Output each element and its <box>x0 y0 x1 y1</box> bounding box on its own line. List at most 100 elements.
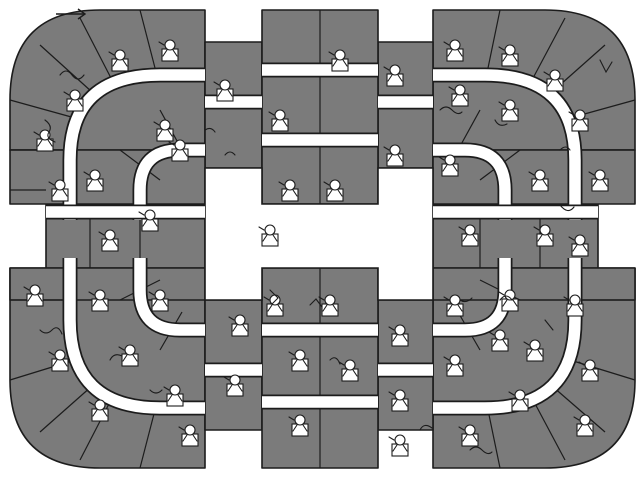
scribble-12 <box>269 289 279 305</box>
figure-head <box>394 324 406 336</box>
figure-8 <box>48 179 69 202</box>
tile-divider-5 <box>139 9 156 69</box>
figure-platform <box>341 368 359 382</box>
figure-limbs <box>223 376 243 392</box>
figure-42 <box>318 294 339 317</box>
figure-17 <box>323 179 344 202</box>
figure-limbs <box>98 231 118 247</box>
figure-platform <box>526 348 544 362</box>
figure-head <box>504 44 516 56</box>
track-1 <box>64 69 205 220</box>
figure-limbs <box>278 181 298 197</box>
figure-16 <box>278 179 299 202</box>
scribble-16 <box>499 295 513 301</box>
figure-limbs <box>63 91 83 107</box>
figure-limbs <box>508 391 528 407</box>
scribble-13 <box>309 298 323 308</box>
figure-head <box>29 284 41 296</box>
figure-head <box>444 154 456 166</box>
scribble-1 <box>59 70 85 80</box>
figure-platform <box>261 233 279 247</box>
scribble-5 <box>439 106 463 115</box>
figure-head <box>464 224 476 236</box>
figure-platform <box>291 358 309 372</box>
figure-platform <box>281 188 299 202</box>
figure-limbs <box>488 331 508 347</box>
figure-platform <box>181 433 199 447</box>
center-hole-outline <box>204 167 434 301</box>
figure-41 <box>263 294 284 317</box>
figure-9 <box>138 209 159 232</box>
figure-head <box>144 209 156 221</box>
figure-platform <box>271 118 289 132</box>
figure-limbs <box>288 416 308 432</box>
figure-head <box>39 129 51 141</box>
figure-45 <box>288 414 309 437</box>
figure-limbs <box>498 291 518 307</box>
figure-platform <box>446 48 464 62</box>
scribble-6 <box>494 119 508 126</box>
figure-43 <box>288 349 309 372</box>
figure-platform <box>331 58 349 72</box>
figure-head <box>89 169 101 181</box>
figure-7 <box>83 169 104 192</box>
figure-38 <box>178 424 199 447</box>
figure-limbs <box>288 351 308 367</box>
figure-limbs <box>268 111 288 127</box>
figure-limbs <box>148 291 168 307</box>
figure-54 <box>523 339 544 362</box>
figure-limbs <box>528 171 548 187</box>
figure-33 <box>148 289 169 312</box>
figure-6 <box>153 119 174 142</box>
figure-head <box>569 294 581 306</box>
figure-50 <box>498 289 519 312</box>
figure-platform <box>231 323 249 337</box>
figure-21 <box>543 69 564 92</box>
figure-27 <box>438 154 459 177</box>
figure-platform <box>321 303 339 317</box>
scribble-10 <box>109 354 123 361</box>
figure-limbs <box>573 416 593 432</box>
figures-layer <box>23 39 613 457</box>
scribble-2 <box>44 119 56 143</box>
figure-head <box>394 434 406 446</box>
tile-16 <box>432 267 636 301</box>
figure-limbs <box>388 391 408 407</box>
figure-limbs <box>543 71 563 87</box>
figure-head <box>529 339 541 351</box>
figure-head <box>514 389 526 401</box>
figure-platform <box>171 148 189 162</box>
start-arrow-icon <box>56 8 87 20</box>
figure-23 <box>498 99 519 122</box>
figure-limbs <box>448 86 468 102</box>
figure-limbs <box>23 286 43 302</box>
figure-22 <box>448 84 469 107</box>
figure-5 <box>168 139 189 162</box>
figure-platform <box>226 383 244 397</box>
figure-limbs <box>588 171 608 187</box>
figure-platform <box>156 128 174 142</box>
figure-head <box>54 179 66 191</box>
figure-head <box>344 359 356 371</box>
figure-limbs <box>458 426 478 442</box>
figure-head <box>229 374 241 386</box>
scribble-9 <box>39 327 63 335</box>
figure-limbs <box>168 141 188 157</box>
figure-limbs <box>318 296 338 312</box>
track-7 <box>134 258 205 336</box>
figure-platform <box>101 238 119 252</box>
figure-12 <box>268 109 289 132</box>
figure-head <box>584 359 596 371</box>
figure-head <box>159 119 171 131</box>
figure-platform <box>386 153 404 167</box>
figure-28 <box>458 224 479 247</box>
figure-head <box>104 229 116 241</box>
figure-platform <box>511 398 529 412</box>
figure-32 <box>88 289 109 312</box>
scribble-3 <box>204 127 216 133</box>
figure-limbs <box>568 111 588 127</box>
figure-platform <box>266 303 284 317</box>
figure-head <box>454 84 466 96</box>
tile-divider-4 <box>79 17 113 81</box>
